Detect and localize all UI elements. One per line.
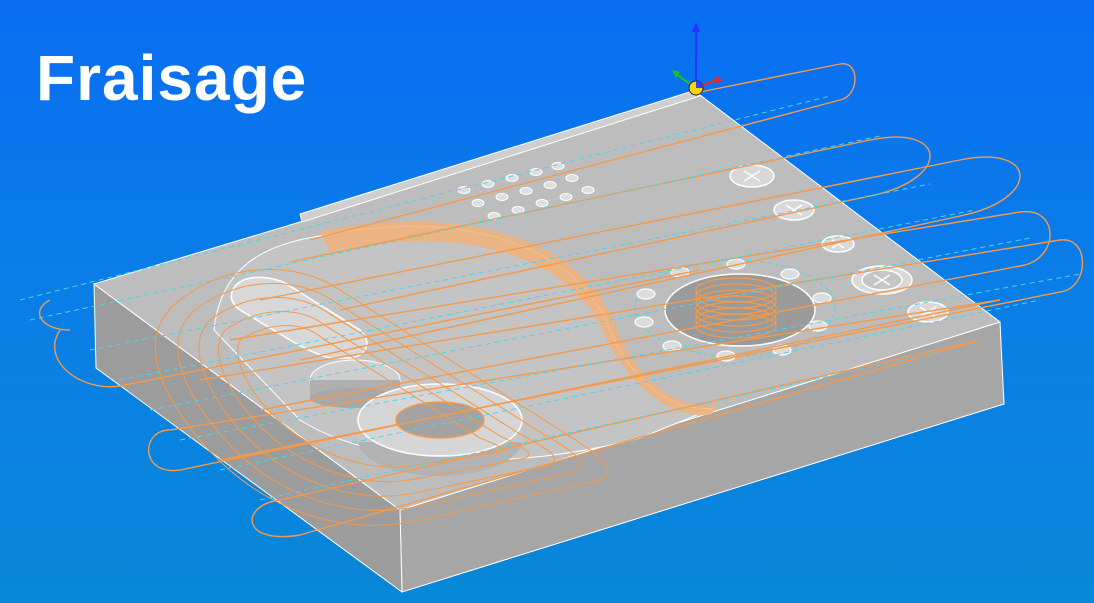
hole-marker <box>471 199 485 207</box>
hole-marker <box>581 186 595 194</box>
hole-marker <box>481 180 495 188</box>
hole-marker <box>559 193 573 201</box>
hole-marker <box>519 187 533 195</box>
y-axis-arrow <box>672 70 680 78</box>
hole-marker <box>780 268 800 280</box>
hole-marker <box>565 174 579 182</box>
hole-marker <box>495 193 509 201</box>
part-back-ledge <box>299 89 701 223</box>
hole-marker <box>634 316 654 328</box>
hole-marker <box>636 288 656 300</box>
large-holes[interactable] <box>729 164 949 323</box>
rapid-moves <box>19 95 1081 501</box>
z-axis-arrow <box>692 22 700 32</box>
triad-origin-quarter <box>696 81 703 88</box>
drill-pattern-grid[interactable] <box>457 162 595 220</box>
contour-toolpaths <box>154 268 609 526</box>
hole-marker <box>535 199 549 207</box>
curved-wall-band <box>320 221 718 416</box>
facing-passes <box>38 63 1084 538</box>
threaded-hole-counterbore <box>664 273 816 347</box>
hole-marker <box>505 174 519 182</box>
hole-marker <box>851 265 913 295</box>
slide-title: Fraisage <box>36 42 308 114</box>
hole-marker <box>551 162 565 170</box>
hole-marker <box>543 181 557 189</box>
xyz-axis-triad-icon[interactable] <box>672 22 722 96</box>
hole-marker <box>662 340 682 352</box>
hole-marker <box>812 292 832 304</box>
x-axis-arrow <box>716 76 722 84</box>
